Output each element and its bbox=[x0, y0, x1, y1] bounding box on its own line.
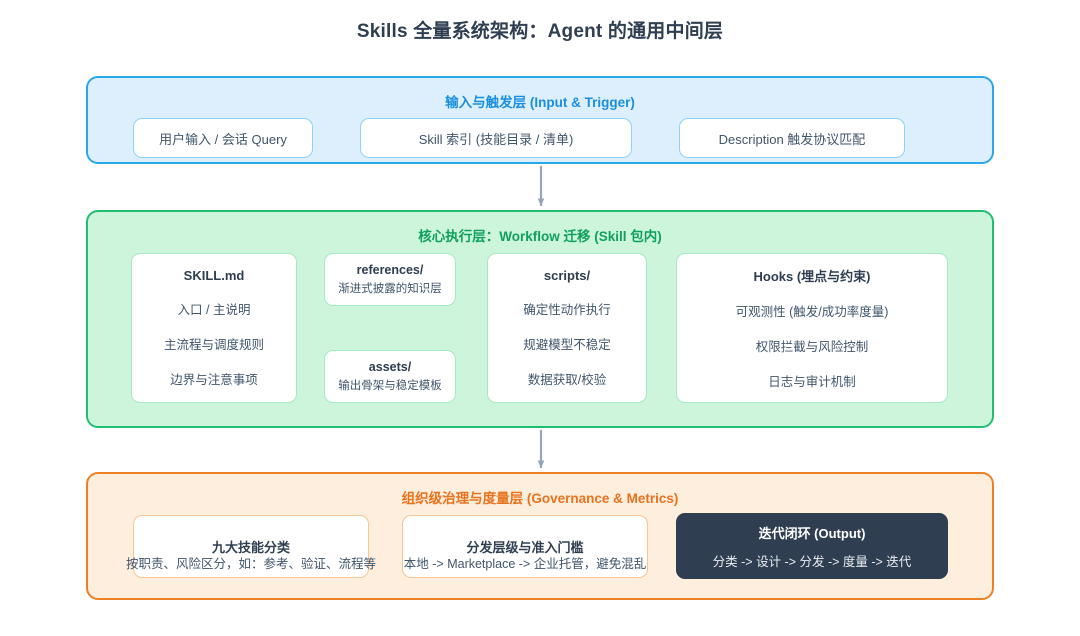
node-iteration-loop-output-line-1: 分类 -> 设计 -> 分发 -> 度量 -> 迭代 bbox=[712, 554, 912, 569]
node-skill-index[interactable]: Skill 索引 (技能目录 / 清单) bbox=[360, 118, 632, 158]
node-scripts-line-2: 规避模型不稳定 bbox=[523, 338, 611, 352]
node-skill-md-line-3: 边界与注意事项 bbox=[170, 373, 258, 387]
layer-governance-title: 组织级治理与度量层 (Governance & Metrics) bbox=[401, 491, 679, 506]
node-hooks-line-2: 权限拦截与风险控制 bbox=[755, 340, 869, 354]
node-nine-skill-categories-line-1: 按职责、风险区分，如：参考、验证、流程等 bbox=[125, 557, 376, 571]
node-iteration-loop-output[interactable]: 迭代闭环 (Output) 分类 -> 设计 -> 分发 -> 度量 -> 迭代 bbox=[676, 513, 948, 579]
node-hooks-line-3: 日志与审计机制 bbox=[768, 375, 856, 389]
node-skill-index-label: Skill 索引 (技能目录 / 清单) bbox=[418, 131, 574, 147]
node-iteration-loop-output-title: 迭代闭环 (Output) bbox=[758, 525, 866, 541]
node-hooks[interactable]: Hooks (埋点与约束) 可观测性 (触发/成功率度量) 权限拦截与风险控制 … bbox=[676, 253, 948, 403]
node-distribution-tiers[interactable]: 分发层级与准入门槛 bbox=[402, 515, 648, 578]
node-description-trigger-match[interactable]: Description 触发协议匹配 bbox=[679, 118, 905, 158]
node-nine-skill-categories[interactable]: 九大技能分类 bbox=[133, 515, 369, 578]
node-scripts-line-1: 确定性动作执行 bbox=[523, 303, 611, 317]
node-user-input-query[interactable]: 用户输入 / 会话 Query bbox=[133, 118, 313, 158]
layer-input-title: 输入与触发层 (Input & Trigger) bbox=[445, 95, 635, 110]
node-hooks-title: Hooks (埋点与约束) bbox=[753, 269, 871, 284]
node-references-line-1: 渐进式披露的知识层 bbox=[338, 283, 442, 295]
node-scripts-line-3: 数据获取/校验 bbox=[527, 373, 607, 387]
node-description-trigger-match-label: Description 触发协议匹配 bbox=[718, 131, 866, 147]
node-assets-line-1: 输出骨架与稳定模板 bbox=[338, 380, 442, 392]
node-user-input-query-label: 用户输入 / 会话 Query bbox=[159, 131, 287, 147]
node-nine-skill-categories-title: 九大技能分类 bbox=[211, 540, 290, 555]
page-title: Skills 全量系统架构：Agent 的通用中间层 bbox=[356, 21, 724, 42]
layer-core-title: 核心执行层：Workflow 迁移 (Skill 包内) bbox=[418, 229, 662, 244]
node-distribution-tiers-title: 分发层级与准入门槛 bbox=[466, 540, 584, 555]
node-skill-md[interactable]: SKILL.md 入口 / 主说明 主流程与调度规则 边界与注意事项 bbox=[131, 253, 297, 403]
node-hooks-line-1: 可观测性 (触发/成功率度量) bbox=[735, 305, 889, 319]
node-scripts-title: scripts/ bbox=[543, 268, 591, 283]
node-skill-md-line-2: 主流程与调度规则 bbox=[163, 338, 264, 352]
node-distribution-tiers-line-1: 本地 -> Marketplace -> 企业托管，避免混乱 bbox=[403, 557, 647, 571]
node-skill-md-title: SKILL.md bbox=[183, 268, 245, 283]
node-skill-md-line-1: 入口 / 主说明 bbox=[177, 303, 251, 317]
node-references-title: references/ bbox=[356, 263, 424, 277]
node-references[interactable]: references/ 渐进式披露的知识层 bbox=[324, 253, 456, 306]
node-assets-title: assets/ bbox=[368, 360, 412, 374]
node-scripts[interactable]: scripts/ 确定性动作执行 规避模型不稳定 数据获取/校验 bbox=[487, 253, 647, 403]
node-assets[interactable]: assets/ 输出骨架与稳定模板 bbox=[324, 350, 456, 403]
